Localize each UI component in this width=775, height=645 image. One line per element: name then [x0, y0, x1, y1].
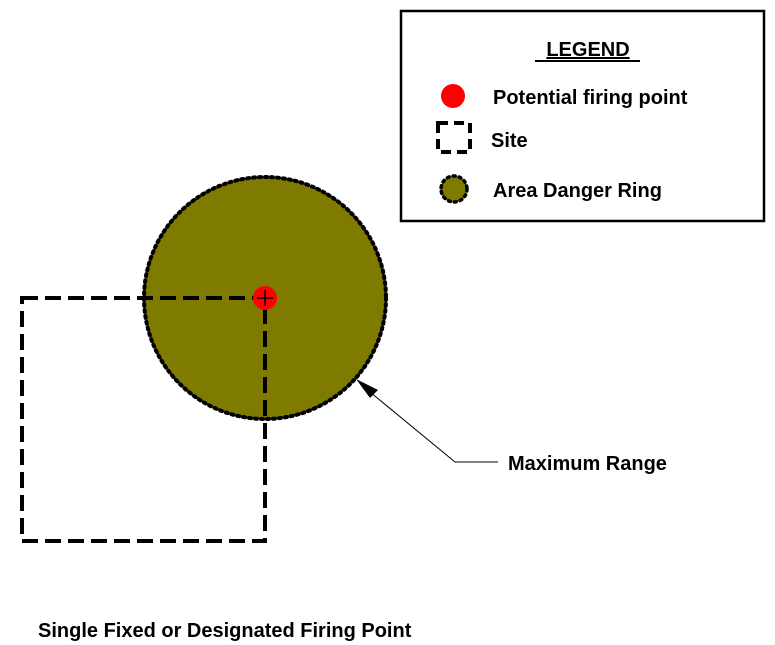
maximum-range-leader: [356, 379, 498, 463]
firing-point: [253, 286, 277, 310]
maximum-range-label: Maximum Range: [508, 453, 667, 475]
diagram-caption: Single Fixed or Designated Firing Point: [38, 620, 412, 642]
legend-item-label: Potential firing point: [493, 87, 688, 109]
red-dot-icon: [441, 84, 465, 108]
legend-item-label: Area Danger Ring: [493, 180, 662, 202]
dotted-circle-icon: [439, 174, 469, 204]
legend: LEGEND Potential firing point Site Area …: [399, 9, 766, 223]
site-boundary: [20, 296, 267, 543]
dashed-square-icon: [436, 121, 472, 154]
legend-item-label: Site: [491, 130, 528, 152]
legend-title: LEGEND: [546, 39, 629, 61]
